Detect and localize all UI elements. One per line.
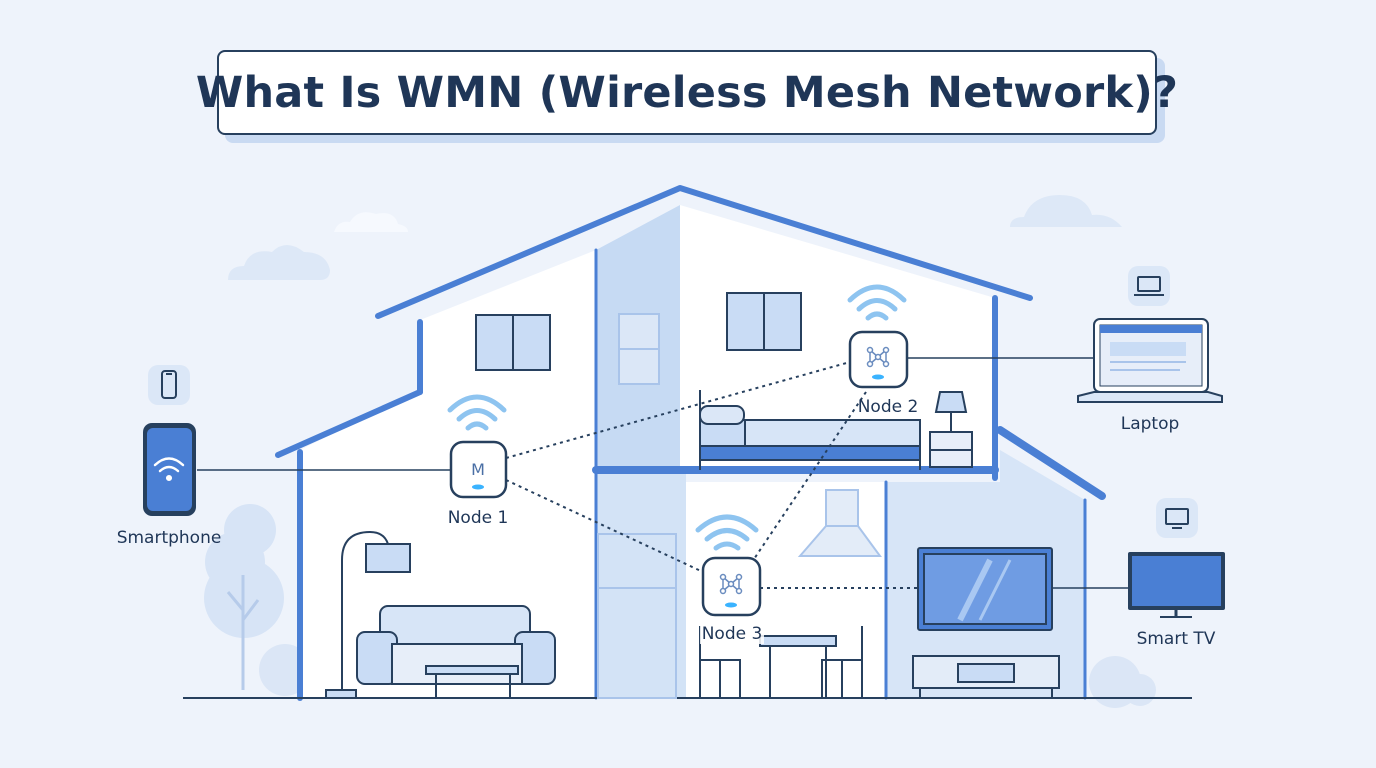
windows [475, 292, 802, 385]
mesh-icon [866, 346, 890, 368]
wired-links [197, 357, 1128, 589]
diagram-title: What Is WMN (Wireless Mesh Network)? [195, 67, 1179, 118]
wifi-waves-node-2 [847, 284, 907, 321]
bed [699, 390, 921, 470]
device-laptop: Laptop [1077, 266, 1223, 434]
bush-right [1089, 656, 1156, 708]
mesh-link-node-2-node-3 [751, 391, 867, 563]
wifi-waves [447, 284, 907, 551]
laptop-icon [1134, 276, 1164, 296]
wifi-waves-node-3 [695, 514, 759, 551]
node-1-label: Node 1 [448, 508, 509, 528]
cloud-right [1010, 195, 1122, 227]
laptop-icon-badge [1128, 266, 1170, 306]
mesh-link-node-1-node-3 [505, 479, 704, 573]
couch [356, 605, 556, 698]
tv-icon [1165, 508, 1189, 529]
node-2-label: Node 2 [858, 397, 919, 417]
wireless-links [505, 361, 918, 589]
smartphone-icon-badge [148, 365, 190, 405]
device-smart-tv: Smart TV [1128, 498, 1225, 649]
nightstand [929, 391, 973, 468]
mesh-node-1: M Node 1 [448, 440, 509, 528]
smartphone-icon [161, 370, 177, 399]
node-3-label: Node 3 [702, 624, 763, 644]
clouds [228, 195, 1122, 280]
smart-tv-label: Smart TV [1137, 629, 1216, 649]
house-outline [275, 185, 1106, 701]
floor-lamp [325, 530, 389, 699]
wifi-waves-node-1 [447, 394, 507, 431]
range-hood [797, 489, 882, 557]
laptop-label: Laptop [1121, 414, 1180, 434]
mesh-node-2: Node 2 [848, 330, 919, 417]
device-smartphone: Smartphone [117, 365, 222, 548]
wifi-icon [153, 457, 185, 482]
cloud-left [228, 245, 330, 280]
wall-frame [365, 543, 411, 573]
tv-icon-badge [1156, 498, 1198, 538]
title-box: What Is WMN (Wireless Mesh Network)? [196, 50, 1178, 135]
fridge [597, 533, 677, 699]
wall-tv [917, 547, 1053, 631]
node-1-badge: M [471, 460, 485, 479]
mesh-node-3: Node 3 [700, 556, 764, 644]
dining-set [699, 626, 863, 698]
mesh-icon [719, 573, 743, 595]
smartphone-label: Smartphone [117, 528, 222, 548]
cloud-mid [334, 212, 408, 232]
tv-cabinet [912, 655, 1060, 698]
